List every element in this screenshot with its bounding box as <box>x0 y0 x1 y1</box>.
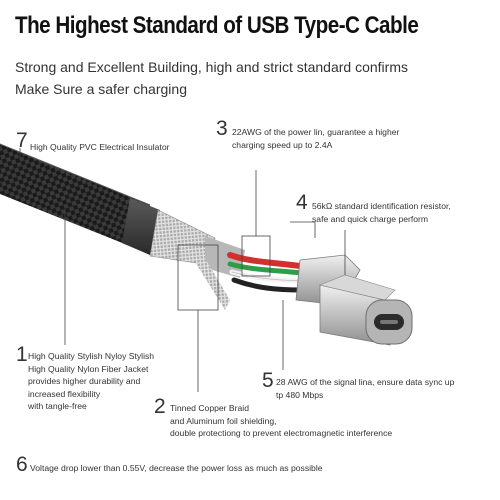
callout-1-number: 1 <box>16 343 28 366</box>
callout-3-line-2: charging speed up to 2.4A <box>232 139 333 150</box>
nylon-jacket <box>0 143 151 250</box>
callout-1-line-4: increased flexibility <box>28 388 101 399</box>
callout-4-text: 56kΩ standard identification resistor, s… <box>312 200 451 225</box>
callout-7-number: 7 <box>16 129 28 152</box>
callout-5-number: 5 <box>262 369 274 392</box>
page-subtitle: Strong and Excellent Building, high and … <box>15 56 495 100</box>
page-title: The Highest Standard of USB Type-C Cable <box>15 12 419 39</box>
usb-c-connector <box>295 254 413 346</box>
subtitle-line-2: Make Sure a safer charging <box>15 81 187 97</box>
callout-2-line-3: double protectiong to prevent electromag… <box>170 428 393 438</box>
callout-2-text: Tinned Copper Braid and Aluminum foil sh… <box>170 402 392 440</box>
callout-4-number: 4 <box>296 191 308 214</box>
callout-3-number: 3 <box>216 117 228 140</box>
callout-leaders <box>19 148 346 392</box>
callout-5-line-1: 28 AWG of the signal lina, ensure data s… <box>276 377 455 387</box>
callout-7-text: High Quality PVC Electrical Insulator <box>30 142 170 152</box>
callout-1-text: High Quality Stylish Nyloy Stylish High … <box>28 350 154 413</box>
inner-wires <box>227 252 305 293</box>
callout-6-number: 6 <box>16 453 28 476</box>
callout-6-text: Voltage drop lower than 0.55V, decrease … <box>30 463 323 473</box>
subtitle-line-1: Strong and Excellent Building, high and … <box>15 59 408 75</box>
callout-4-line-1: 56kΩ standard identification resistor, <box>312 201 451 211</box>
callout-2-line-2: and Aluminum foil shielding, <box>170 415 277 426</box>
callout-1-line-5: with tangle-free <box>28 401 87 411</box>
callout-4-line-2: safe and quick charge perform <box>312 213 429 224</box>
callout-3-text: 22AWG of the power lin, guarantee a high… <box>232 126 399 151</box>
braid-shielding <box>149 209 245 310</box>
callout-5-line-2: tp 480 Mbps <box>276 389 324 400</box>
callout-3-line-1: 22AWG of the power lin, guarantee a high… <box>232 127 400 137</box>
callout-5-text: 28 AWG of the signal lina, ensure data s… <box>276 376 454 401</box>
callout-2-number: 2 <box>154 395 166 418</box>
callout-1-line-1: High Quality Stylish Nyloy Stylish <box>28 351 155 361</box>
pvc-insulator <box>122 198 160 255</box>
callout-2-line-1: Tinned Copper Braid <box>170 403 249 413</box>
callout-1-line-3: provides higher durability and <box>28 376 141 386</box>
callout-1-line-2: High Quality Nylon Fiber Jacket <box>28 363 149 374</box>
